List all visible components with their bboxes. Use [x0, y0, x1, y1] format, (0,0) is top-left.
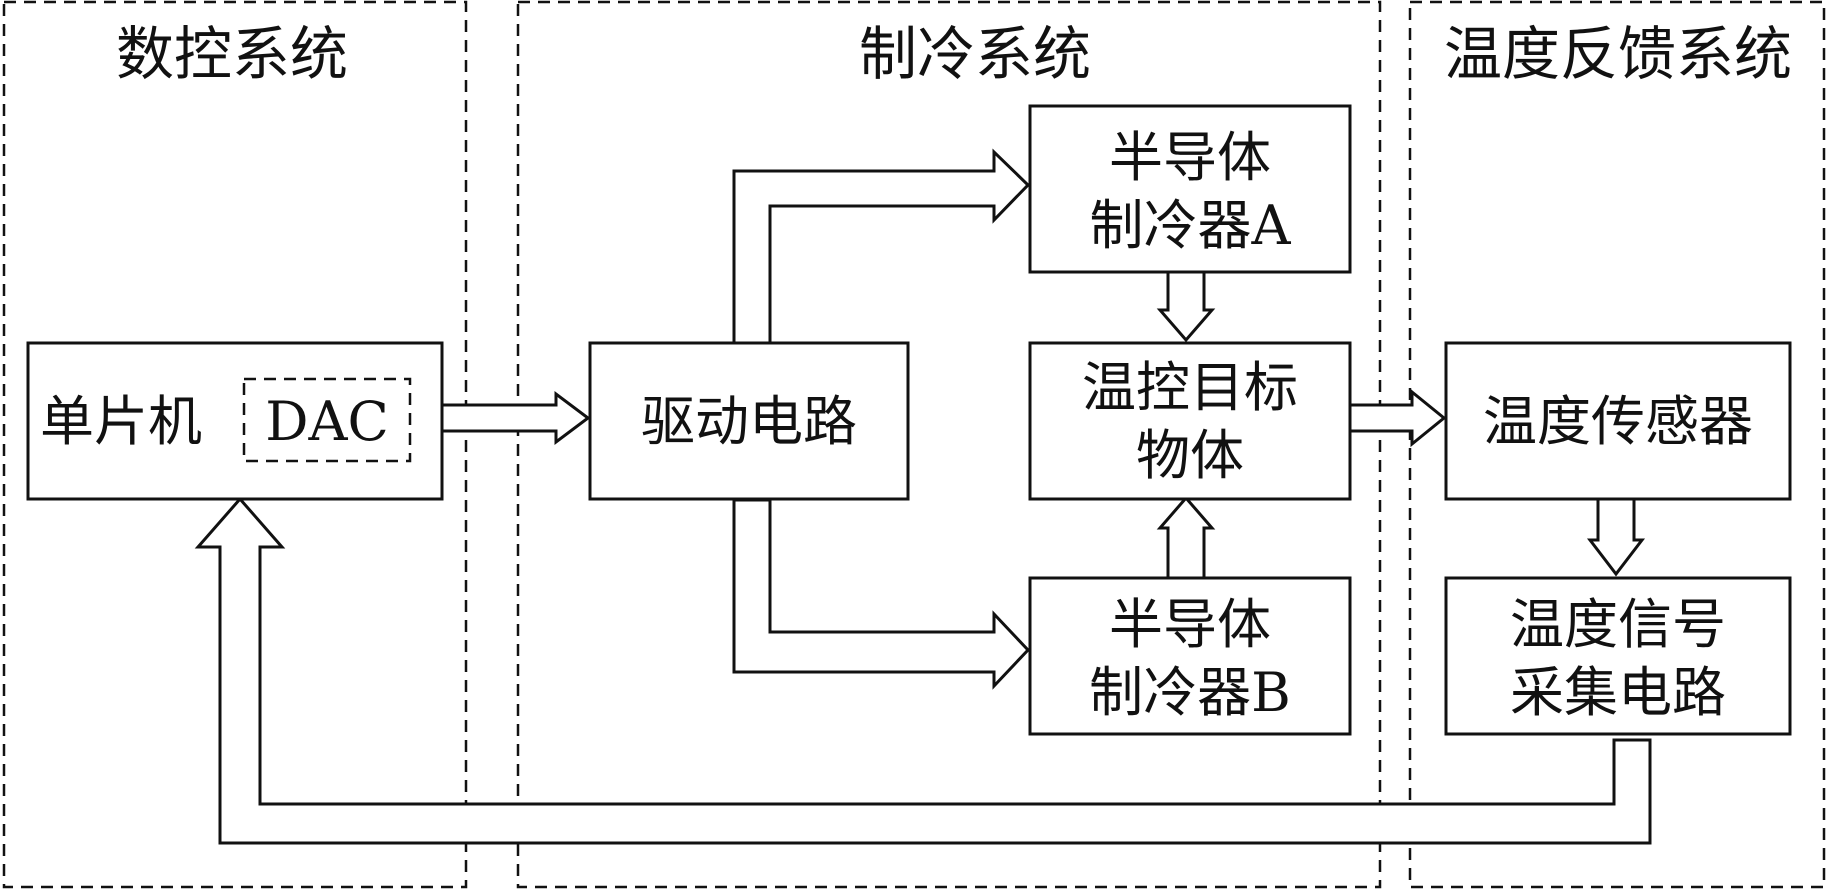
node-driver-box	[588, 341, 910, 501]
node-cooler-b-label-line2: 制冷器B	[1089, 661, 1291, 724]
arrow-feedback-to-mcu	[194, 496, 1652, 845]
node-target-label-line2: 物体	[1136, 424, 1244, 487]
node-cooler-b-box	[1028, 576, 1352, 736]
node-dac-box	[242, 377, 412, 463]
group-title-cooling: 制冷系统	[859, 20, 1091, 88]
node-acquisition-box	[1444, 576, 1792, 736]
node-mcu-label: 单片机	[40, 390, 202, 453]
node-sensor-box	[1444, 341, 1792, 501]
arrow-driver-to-cooler-a	[732, 148, 1031, 345]
node-cooler-a-box	[1028, 104, 1352, 274]
node-driver-label: 驱动电路	[641, 390, 857, 453]
group-title-numeric-control: 数控系统	[116, 20, 348, 88]
group-frame-numeric-control	[2, 0, 468, 889]
node-dac-label: DAC	[265, 390, 389, 453]
node-cooler-a-label-line2: 制冷器A	[1090, 194, 1292, 257]
group-frame-temp-feedback	[1408, 0, 1826, 889]
node-target-label-line1: 温控目标	[1082, 356, 1298, 419]
node-sensor-label: 温度传感器	[1483, 390, 1753, 453]
arrow-target-to-sensor	[1348, 388, 1447, 448]
arrow-sensor-to-acquisition	[1586, 497, 1646, 577]
node-acquisition-label-line1: 温度信号	[1510, 593, 1726, 656]
group-title-temp-feedback: 温度反馈系统	[1444, 20, 1792, 88]
node-mcu-box	[26, 341, 444, 501]
arrow-driver-to-cooler-b	[732, 498, 1031, 690]
node-cooler-a-label-line1: 半导体	[1109, 126, 1271, 189]
arrow-cooler-a-to-target	[1156, 270, 1216, 343]
arrow-cooler-b-to-target	[1156, 495, 1216, 580]
node-cooler-b-label-line1: 半导体	[1109, 593, 1271, 656]
group-frame-cooling	[516, 0, 1382, 889]
node-acquisition-label-line2: 采集电路	[1510, 661, 1726, 724]
node-target-box	[1028, 341, 1352, 501]
